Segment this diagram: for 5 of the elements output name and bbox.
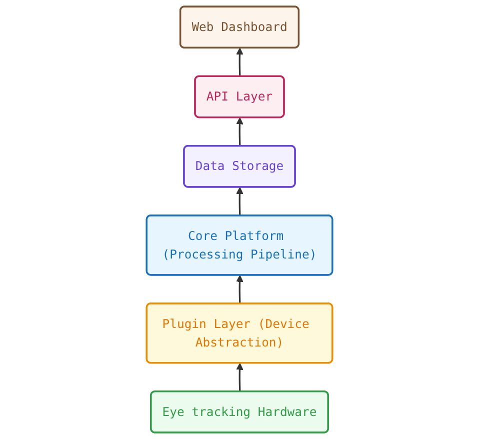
arrow [236, 274, 244, 304]
arrow [236, 117, 244, 146]
arrow [236, 48, 244, 77]
arrow [236, 187, 244, 216]
arrow [236, 362, 244, 392]
